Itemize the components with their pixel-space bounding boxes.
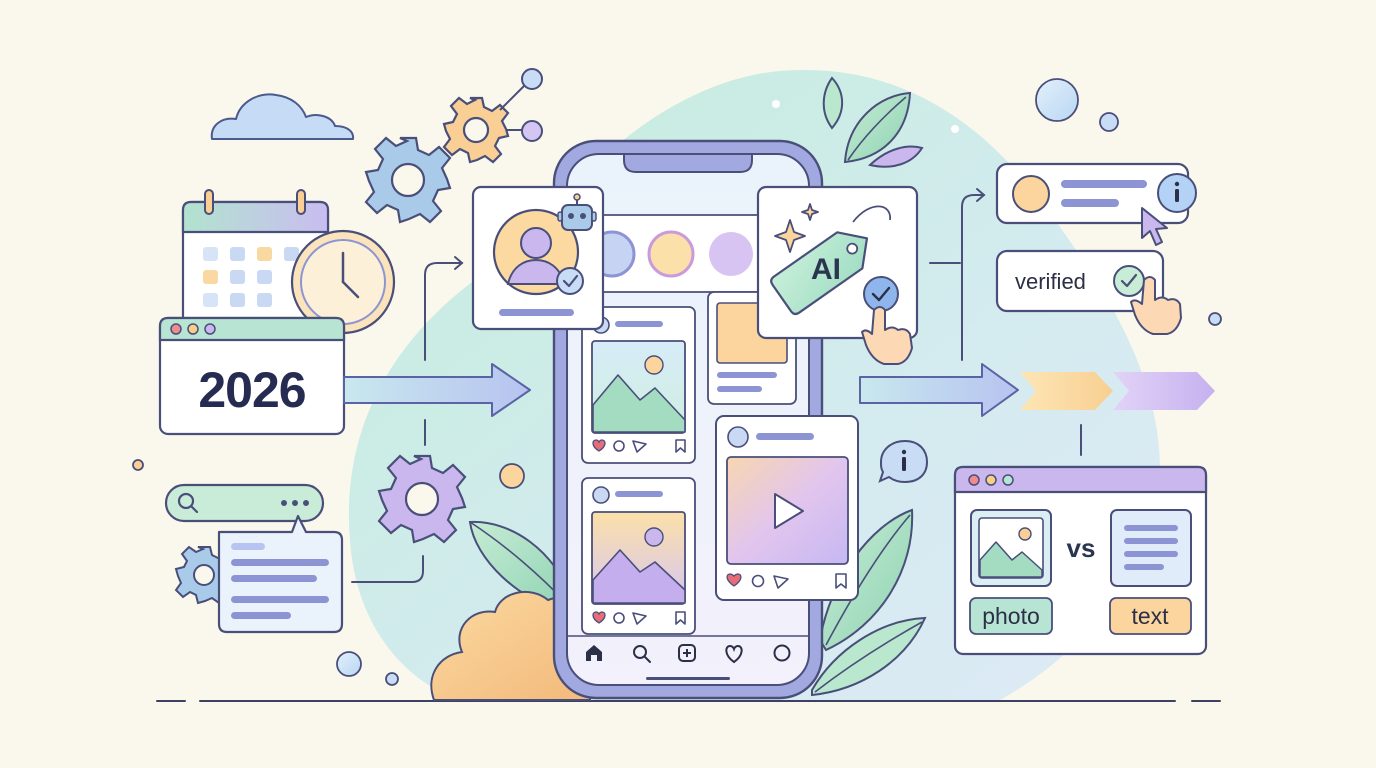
network-nodes [499,68,543,142]
text-message-card [217,514,344,634]
calendar-icon [181,189,330,334]
video-post [715,415,859,601]
photo-label: photo [982,603,1040,629]
progress-chevrons [1020,372,1215,410]
share-icon [632,612,647,625]
bookmark-icon [835,573,847,589]
cloud-icon [210,93,355,140]
share-icon [773,575,789,589]
gear-icon [442,96,510,164]
decor-dots [772,100,959,133]
home-icon [586,645,602,661]
connector-line [351,256,464,583]
verified-card: verified [995,249,1165,313]
search-bar [164,483,325,523]
clock-icon [290,229,396,335]
vs-label: vs [1067,533,1096,563]
profile-info-card [995,162,1197,225]
user-avatar-icon [506,227,566,285]
profile-card [471,185,605,331]
comment-icon [751,574,765,588]
info-icon [878,439,929,484]
profile-icon [773,644,791,662]
feed-post [581,477,696,635]
search-icon [633,645,651,663]
gear-icon [364,136,452,224]
checkmark-icon [863,276,899,312]
sparkle-icon [774,203,819,253]
checkmark-icon [556,267,584,295]
flow-arrow [343,363,531,417]
heart-icon [592,611,606,624]
play-icon [774,493,804,529]
add-post-icon [678,644,696,662]
image-placeholder-icon [970,509,1052,587]
checkmark-icon [1113,265,1145,297]
info-icon [1157,173,1197,213]
leaf-icon [811,508,927,697]
search-icon [177,492,199,514]
bookmark-icon [675,439,686,453]
bookmark-icon [675,611,686,625]
feed-post [581,306,696,464]
connector-line [929,188,1082,456]
heart-icon [592,439,606,452]
decor-bubbles [132,78,1222,686]
comment-icon [613,612,625,624]
cursor-icon [1141,207,1168,246]
phone-bottom-nav [568,635,808,680]
text-label: text [1131,603,1169,629]
share-icon [632,440,647,453]
comparison-window: vs photo text [953,465,1208,656]
calendar-year-card: 2026 [158,316,346,436]
hand-pointer-icon [861,306,913,365]
hand-pointer-icon [1130,276,1182,335]
year-label: 2026 [198,362,305,418]
heart-icon [725,644,743,664]
leaf-icon [822,76,924,168]
heart-icon [726,573,742,587]
ai-tag-card: AI [756,185,919,340]
ai-label: AI [811,253,841,286]
gear-icon [377,454,467,544]
comment-icon [613,440,625,452]
verified-label: verified [1015,269,1086,294]
flow-arrow [859,363,1019,417]
price-tag-icon [770,231,869,316]
text-document-icon [1110,509,1192,587]
robot-icon [557,193,597,231]
